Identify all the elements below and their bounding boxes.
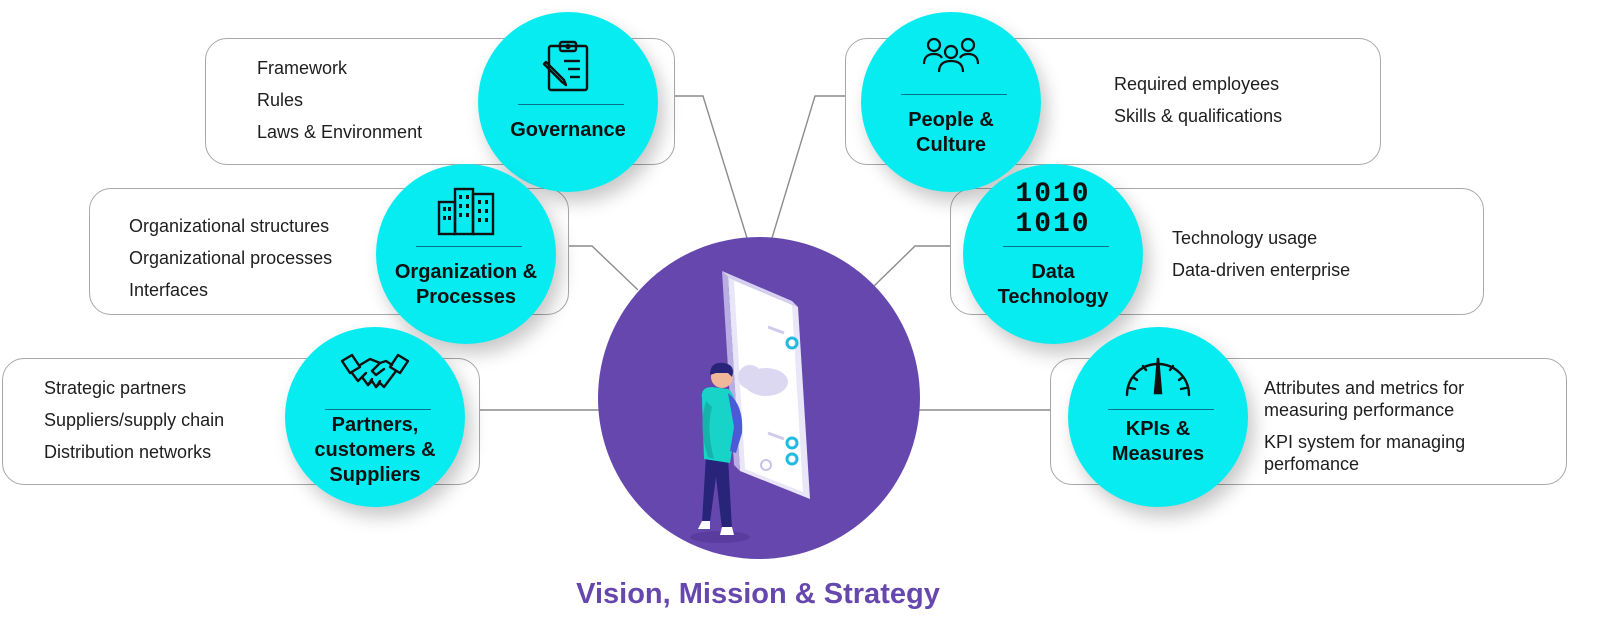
list-item: Organizational processes <box>129 248 333 268</box>
organization-items: Organizational structures Organizational… <box>129 210 332 306</box>
gauge-icon <box>1123 355 1193 404</box>
partners-bubble: Partners, customers & Suppliers <box>285 327 465 507</box>
people-label: People & Culture <box>908 109 994 156</box>
list-item: Data-driven enterprise <box>1172 260 1351 280</box>
people-bubble: People & Culture <box>861 12 1041 192</box>
kpis-bubble: KPIs & Measures <box>1068 327 1248 507</box>
list-item: Rules <box>257 90 304 110</box>
list-item: Suppliers/supply chain <box>44 410 225 430</box>
clipboard-icon <box>540 38 596 99</box>
partners-label: Partners, customers & Suppliers <box>314 414 436 486</box>
list-item: Attributes and metrics for measuring per… <box>1264 378 1465 420</box>
binary-row: 1010 <box>1015 179 1091 210</box>
connector-data <box>872 245 965 288</box>
people-items: Required employees Skills & qualificatio… <box>1114 68 1282 132</box>
people-icon <box>922 36 980 81</box>
buildings-icon <box>436 186 496 241</box>
list-item: Technology usage <box>1172 228 1318 248</box>
person-with-tablet-illustration <box>690 271 810 543</box>
center-title: Vision, Mission & Strategy <box>576 578 940 610</box>
divider <box>1108 409 1214 410</box>
divider <box>325 409 431 410</box>
data-bubble: 1010 1010 Data Technology <box>963 164 1143 344</box>
governance-bubble: Governance <box>478 12 658 192</box>
list-item: Distribution networks <box>44 442 212 462</box>
center-circle <box>598 237 920 559</box>
divider <box>1003 246 1109 247</box>
handshake-icon <box>340 353 410 402</box>
data-label: Data Technology <box>997 261 1109 308</box>
governance-label: Governance <box>510 119 626 141</box>
list-item: Strategic partners <box>44 378 187 398</box>
list-item: Framework <box>257 58 348 78</box>
binary-icon: 1010 1010 <box>1015 180 1090 240</box>
data-items: Technology usage Data-driven enterprise <box>1172 222 1350 286</box>
list-item: Organizational structures <box>129 216 330 236</box>
list-item: KPI system for managing perfomance <box>1264 432 1466 474</box>
list-item: Skills & qualifications <box>1114 106 1283 126</box>
binary-row: 1010 <box>1015 209 1091 240</box>
organization-bubble: Organization & Processes <box>376 164 556 344</box>
kpis-label: KPIs & Measures <box>1111 418 1205 465</box>
organization-label: Organization & Processes <box>394 261 538 308</box>
partners-items: Strategic partners Suppliers/supply chai… <box>44 372 224 468</box>
list-item: Interfaces <box>129 280 209 300</box>
kpis-items: Attributes and metrics for measuring per… <box>1264 377 1534 485</box>
divider <box>518 104 624 105</box>
list-item: Laws & Environment <box>257 122 423 142</box>
governance-items: Framework Rules Laws & Environment <box>257 52 422 148</box>
list-item: Required employees <box>1114 74 1280 94</box>
divider <box>416 246 522 247</box>
divider <box>901 94 1007 95</box>
